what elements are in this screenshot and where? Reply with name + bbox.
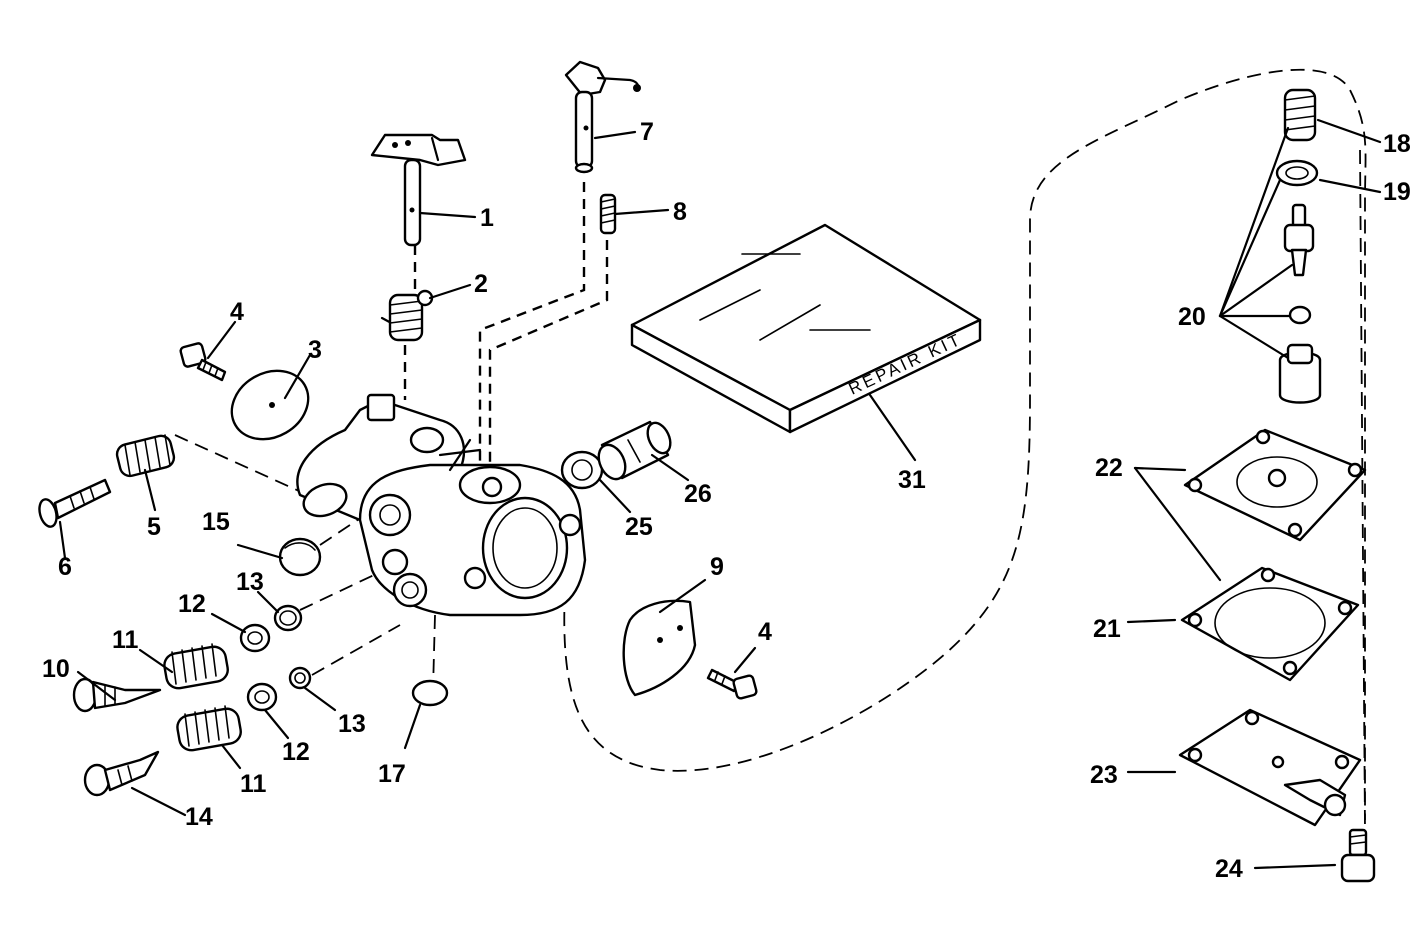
spring-part-11-lower [176,705,242,752]
label-31: 31 [898,466,926,494]
throttle-spring-part-2 [380,289,434,342]
needle-part-10 [72,677,162,713]
label-8: 8 [673,198,687,226]
guide-line-8-body [488,240,609,480]
guide-line-13-body [299,564,396,611]
oring-part-13-upper [273,604,303,632]
guide-line-17-body [432,614,436,691]
kit-boundary-dashed [563,68,1367,820]
label-13-lower: 13 [338,710,366,738]
label-11-lower: 11 [240,770,267,798]
label-9: 9 [710,553,724,581]
label-12-upper: 12 [178,590,206,618]
label-4-upper: 4 [230,298,244,326]
label-18: 18 [1383,130,1411,158]
screw-part-4-upper [179,342,227,382]
label-7: 7 [640,118,654,146]
label-23: 23 [1090,761,1118,789]
spring-part-5 [115,434,176,478]
callout-labels: 1 2 3 4 5 6 7 8 9 4 25 26 31 15 13 12 11… [42,118,1411,883]
label-4-lower: 4 [758,618,772,646]
plug-part-17 [411,679,449,707]
label-3: 3 [308,336,322,364]
label-13-upper: 13 [236,568,264,596]
leader-lines [58,118,1382,870]
washer-part-12-lower [246,682,278,712]
carburetor-body [296,393,587,617]
pump-body-part-23 [1178,708,1362,827]
label-2: 2 [474,270,488,298]
gasket-part-21 [1180,566,1360,682]
label-24: 24 [1215,855,1243,883]
seal-part-19 [1275,159,1319,187]
screw-part-4-lower [706,668,758,700]
label-22: 22 [1095,454,1123,482]
throttle-shaft-part-1 [370,133,467,247]
label-5: 5 [147,513,161,541]
washer-part-12-upper [239,623,271,653]
label-14: 14 [185,803,213,831]
label-1: 1 [480,204,494,232]
inlet-needle-part-20 [1278,203,1322,404]
diaphragm-cover-part-22 [1183,428,1367,542]
label-10: 10 [42,655,70,683]
screw-part-24 [1340,828,1376,883]
idle-screw-part-6 [38,478,112,528]
guide-line-pump-stack [1359,149,1366,831]
label-26: 26 [684,480,712,508]
label-19: 19 [1383,178,1411,206]
label-25: 25 [625,513,653,541]
fuel-fitting-part-26 [597,420,672,481]
throttle-plate-part-9 [622,599,697,697]
label-17: 17 [378,760,406,788]
label-15: 15 [202,508,230,536]
label-20: 20 [1178,303,1206,331]
oring-part-13-lower [288,666,312,690]
spring-part-18 [1283,88,1317,142]
choke-plate-part-3 [230,369,310,441]
label-12-lower: 12 [282,738,310,766]
label-6: 6 [58,553,72,581]
label-11-upper: 11 [112,626,139,654]
choke-shaft-part-7 [564,60,641,174]
fuel-fitting-part-25 [560,450,604,490]
spring-part-11-upper [163,643,229,690]
repair-kit-box-part-31: REPAIR KIT [630,223,982,434]
label-21: 21 [1093,615,1121,643]
guide-line-7-body [478,182,586,480]
spring-part-8 [599,193,617,235]
welch-plug-part-15 [278,537,322,577]
guide-line-13b-body [311,624,401,676]
needle-part-14 [83,750,160,797]
